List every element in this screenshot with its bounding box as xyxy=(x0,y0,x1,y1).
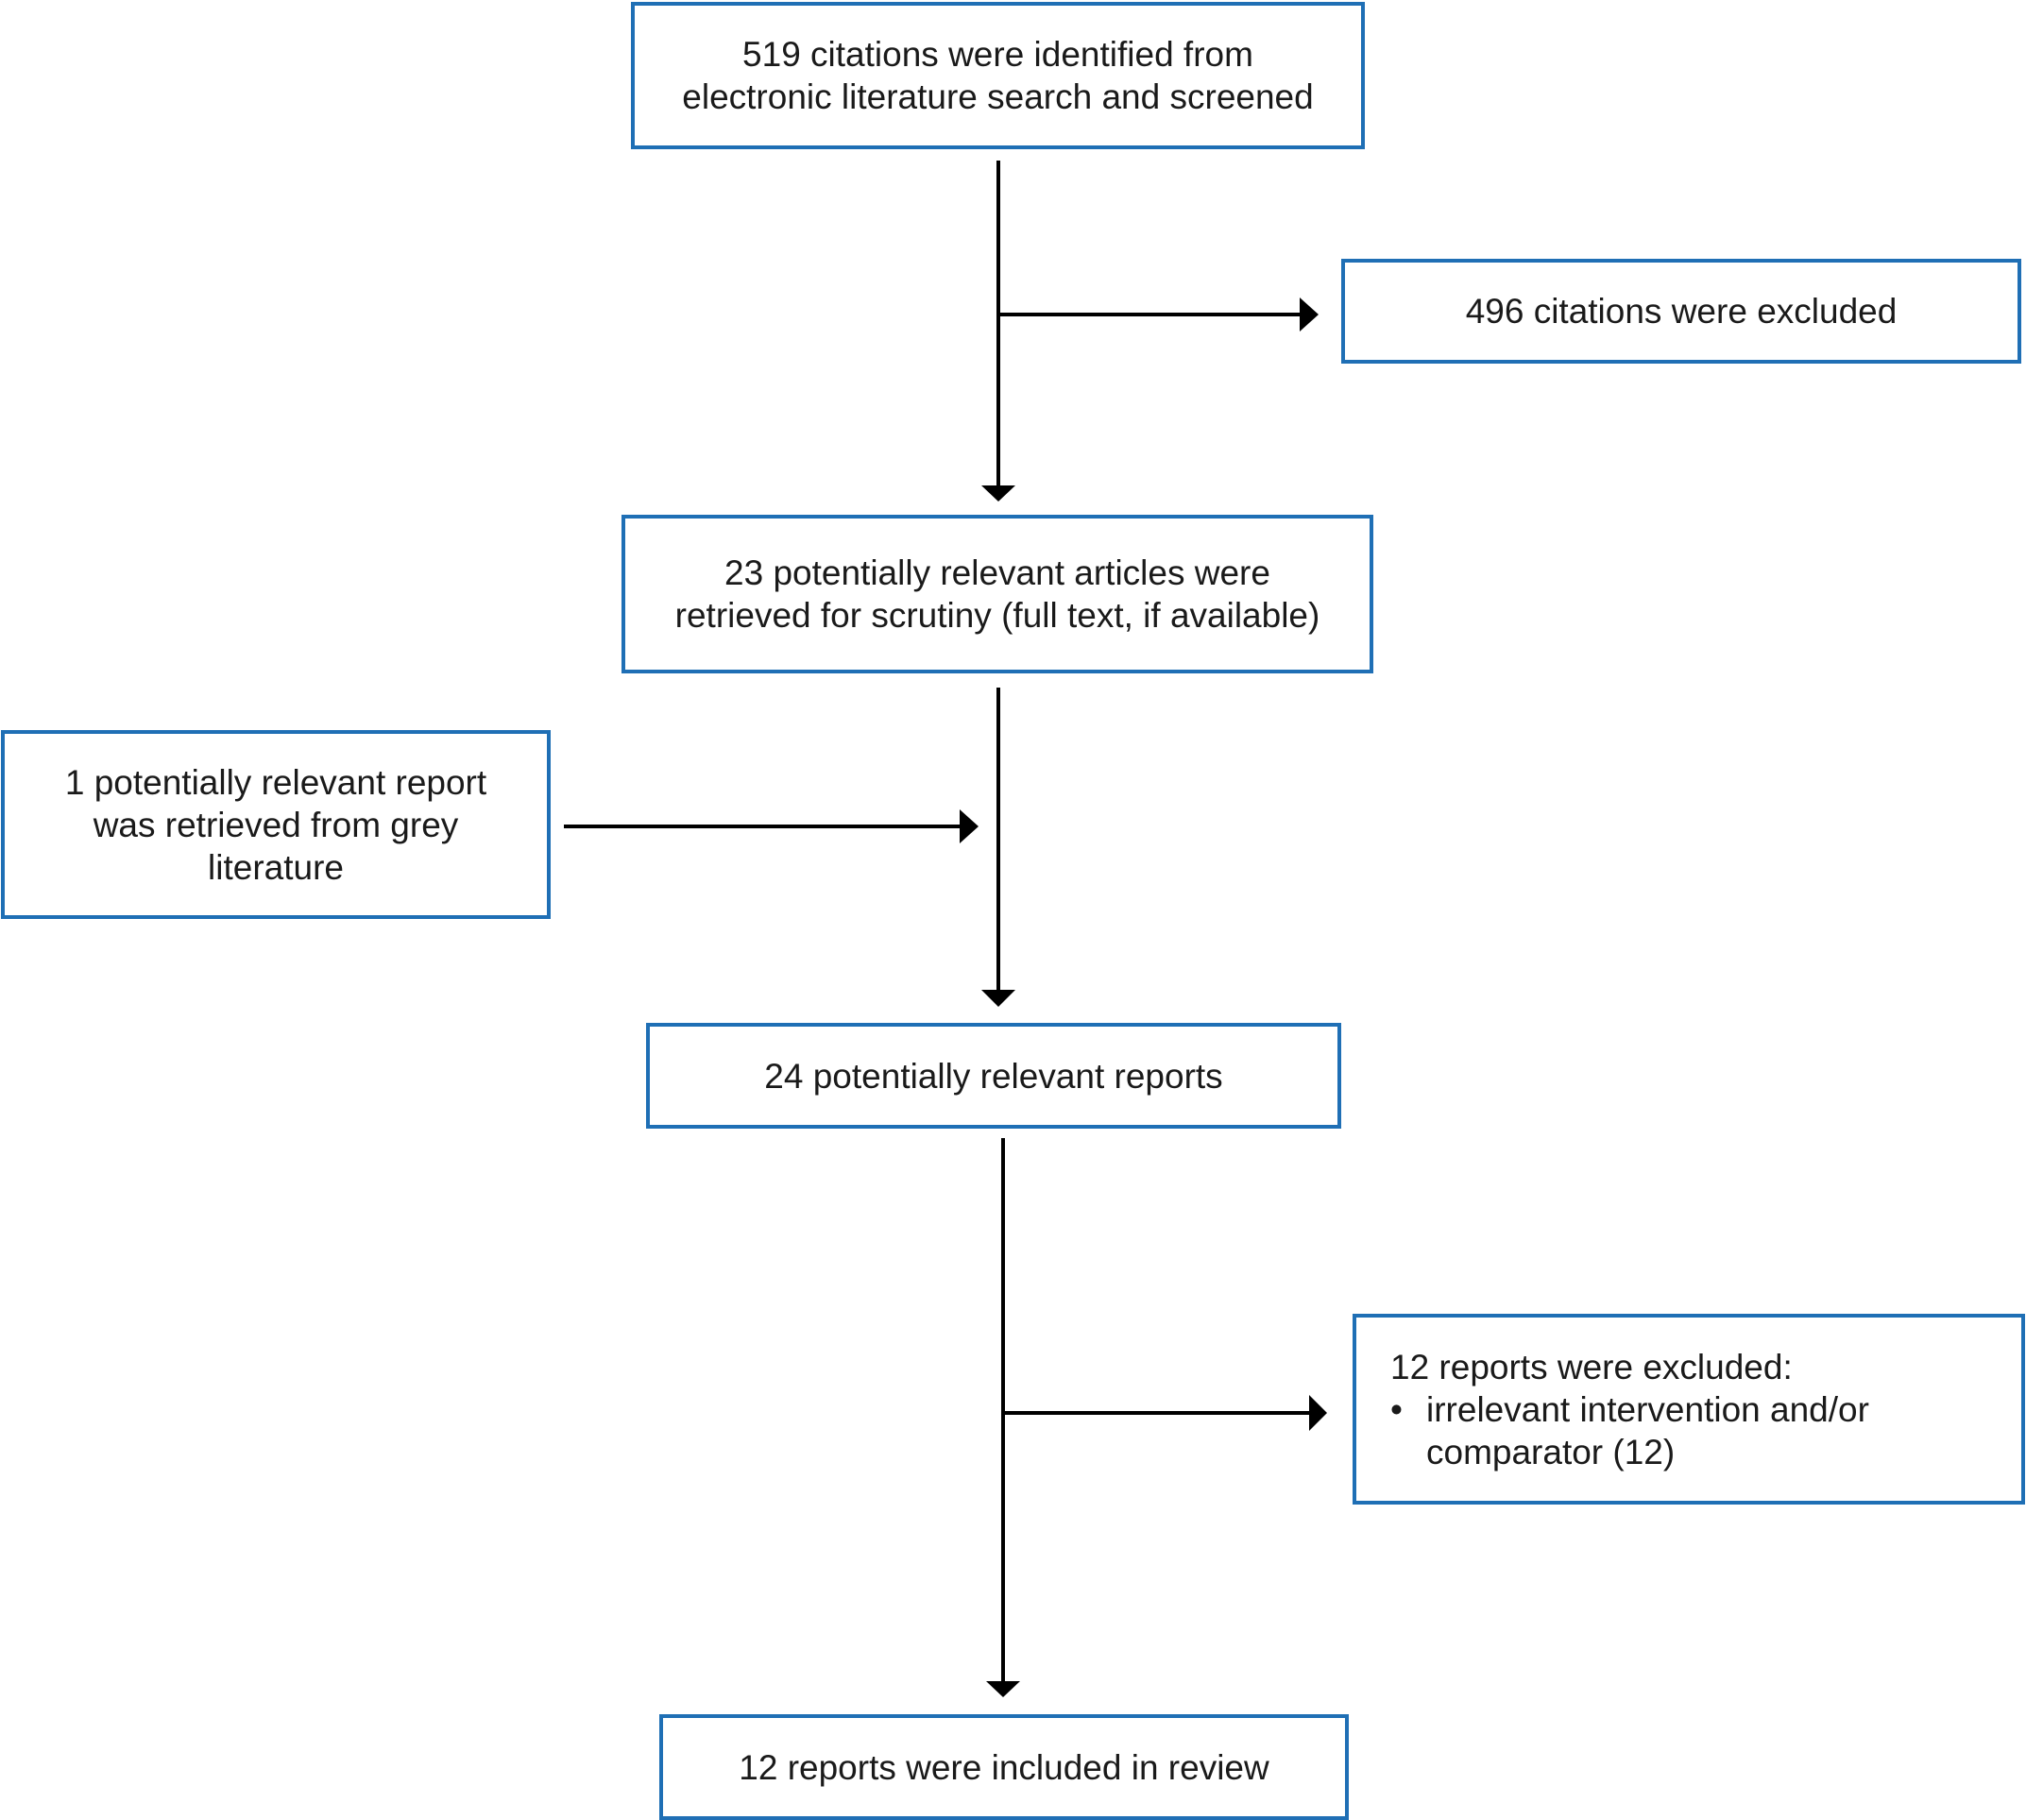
excluded-citations-box: 496 citations were excluded xyxy=(1341,259,2021,364)
arrowhead-right-icon xyxy=(1300,298,1319,332)
box-text-line: retrieved for scrutiny (full text, if av… xyxy=(674,596,1320,635)
box-text-line: 1 potentially relevant report xyxy=(64,762,487,802)
arrowhead-right-icon xyxy=(960,809,979,843)
grey-literature-box: 1 potentially relevant report was retrie… xyxy=(1,730,551,919)
potential-reports-box: 24 potentially relevant reports xyxy=(646,1023,1341,1129)
box-text-line: 24 potentially relevant reports xyxy=(764,1056,1223,1096)
identified-citations-box: 519 citations were identified from elect… xyxy=(631,2,1365,149)
included-reports-box: 12 reports were included in review xyxy=(659,1714,1349,1820)
box-text-line: 519 citations were identified from xyxy=(742,35,1253,74)
excluded-reports-box: 12 reports were excluded: • irrelevant i… xyxy=(1353,1314,2025,1505)
bullet-icon: • xyxy=(1390,1389,1403,1429)
box-text-line: 12 reports were excluded: xyxy=(1390,1347,1793,1386)
retrieved-articles-box: 23 potentially relevant articles were re… xyxy=(621,515,1373,673)
exclusion-reason-text: comparator (12) xyxy=(1426,1432,1676,1471)
arrowhead-down-icon xyxy=(981,990,1015,1007)
box-text-line: 496 citations were excluded xyxy=(1465,292,1898,331)
arrowhead-down-icon xyxy=(981,485,1015,502)
arrowhead-right-icon xyxy=(1309,1395,1327,1431)
box-text-line: 23 potentially relevant articles were xyxy=(724,553,1270,592)
box-text-line: 12 reports were included in review xyxy=(739,1747,1269,1787)
box-text-line: was retrieved from grey xyxy=(93,805,459,844)
exclusion-reason-text: irrelevant intervention and/or xyxy=(1426,1389,1869,1429)
box-text-line: electronic literature search and screene… xyxy=(682,77,1314,116)
arrowhead-down-icon xyxy=(986,1681,1020,1697)
exclusion-reason-item: • irrelevant intervention and/or xyxy=(1390,1388,1869,1431)
box-text-line: literature xyxy=(208,847,344,887)
